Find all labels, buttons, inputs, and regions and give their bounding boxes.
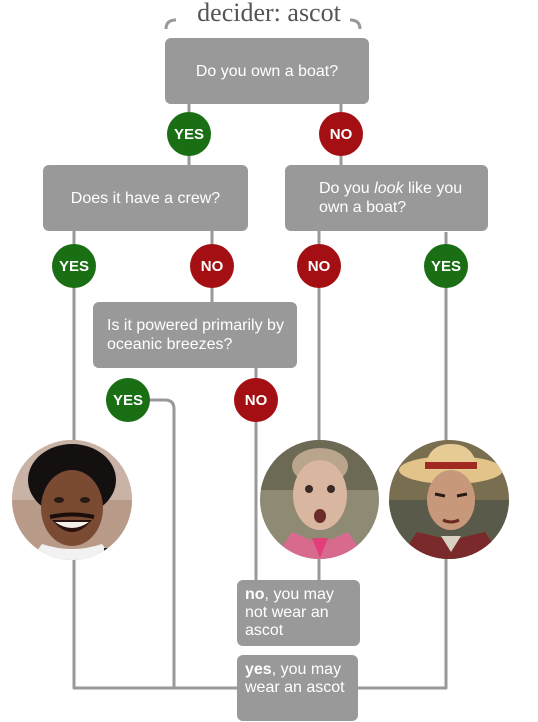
result-no-ascot: no, you may not wear an ascot <box>237 580 360 646</box>
question-crew-text: Does it have a crew? <box>70 189 221 207</box>
page-title: decider: ascot <box>197 0 341 27</box>
result-no-text: , you may not wear an ascot <box>245 586 334 639</box>
yes-badge-look: YES <box>424 244 468 288</box>
result-yes-text: , you may wear an ascot <box>245 661 345 696</box>
question-look-post: like you own a boat? <box>319 180 463 216</box>
question-look-emphasis: look <box>374 180 404 197</box>
title-bracket <box>164 18 362 30</box>
yes-badge-breezes: YES <box>106 378 150 422</box>
question-look-text: Do you look like you own a boat? <box>319 179 488 217</box>
result-yes-ascot: yes, you may wear an ascot <box>237 655 358 721</box>
no-badge-own-boat: NO <box>319 112 363 156</box>
line-q4-yes <box>128 398 176 688</box>
no-badge-look: NO <box>297 244 341 288</box>
result-no-verdict: no <box>245 586 265 603</box>
portrait-boat-lookalike <box>389 440 509 559</box>
yes-badge-own-boat: YES <box>167 112 211 156</box>
portrait-boat-passenger <box>260 440 379 559</box>
portrait-crew-member <box>12 440 132 560</box>
no-badge-crew: NO <box>190 244 234 288</box>
question-crew: Does it have a crew? <box>43 165 248 231</box>
question-look-like-boat-owner: Do you look like you own a boat? <box>285 165 488 231</box>
question-own-boat: Do you own a boat? <box>165 38 369 104</box>
question-own-boat-text: Do you own a boat? <box>195 62 339 80</box>
result-yes-verdict: yes <box>245 661 272 678</box>
question-look-pre: Do you <box>319 180 375 197</box>
yes-badge-crew: YES <box>52 244 96 288</box>
question-oceanic-breezes: Is it powered primarily by oceanic breez… <box>93 302 297 368</box>
question-oceanic-text: Is it powered primarily by oceanic breez… <box>107 317 284 353</box>
no-badge-breezes: NO <box>234 378 278 422</box>
